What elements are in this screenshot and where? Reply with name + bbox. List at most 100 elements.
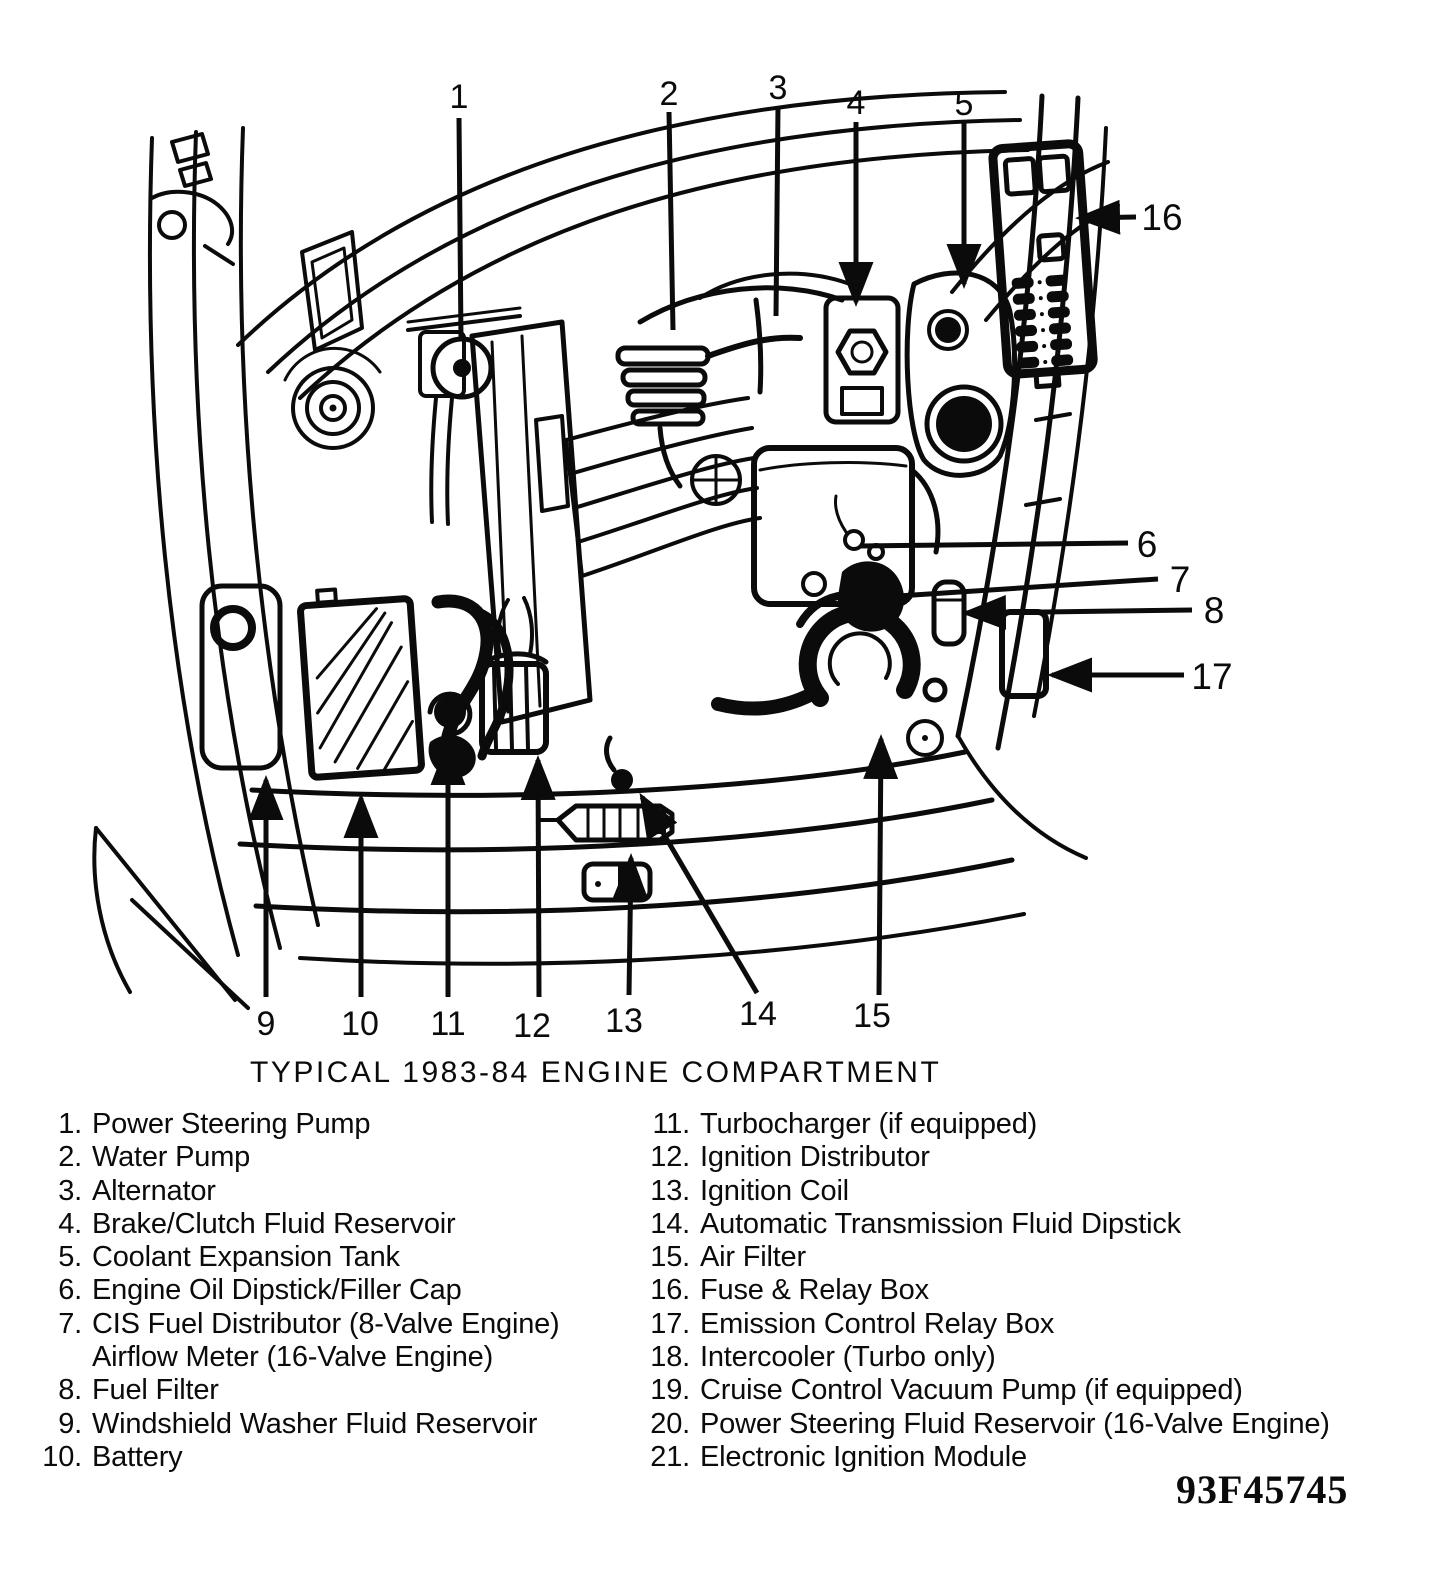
callout-number: 4 [847,84,866,122]
callout-9: 9 [248,775,284,1043]
callout-number: 16 [1141,197,1182,238]
callout-4: 4 [838,84,874,307]
callout-10: 10 [341,793,379,1043]
engine-compartment-diagram: 1 2 3 4 5 16 6 [92,69,1233,1045]
legend-item-label: CIS Fuel Distributor (8-Valve Engine) [92,1307,560,1340]
callout-2: 2 [660,75,678,331]
callout-11: 11 [430,740,466,1043]
callout-number: 10 [341,1005,379,1043]
distributor-drawing [479,596,549,755]
legend-item-label: Ignition Distributor [700,1141,930,1174]
diagram-title: TYPICAL 1983-84 ENGINE COMPARTMENT [250,1056,942,1089]
legend-item-label: Turbocharger (if equipped) [700,1108,1038,1140]
legend-item-label: Ignition Coil [700,1174,849,1207]
callout-layer: 1 2 3 4 5 16 6 [248,69,1233,1045]
leader-line [520,755,556,998]
legend-item: 4. Brake/Clutch Fluid Reservoir [28,1208,628,1241]
legend-item-continuation: Airflow Meter (16-Valve Engine) [28,1341,628,1374]
strut-tower-cap [283,346,382,450]
hood-hinge [150,132,235,266]
legend-item: 1. Power Steering Pump [28,1108,628,1141]
legend-item-number: 17. [650,1307,690,1340]
leader-line [863,734,899,996]
battery-drawing [297,587,425,781]
legend-item-number: 20. [650,1407,690,1440]
callout-6: 6 [859,524,1157,565]
callout-number: 12 [513,1007,551,1045]
brake-reservoir-drawing [823,295,901,425]
callout-number: 1 [450,78,469,116]
legend-item-number: 13. [650,1174,690,1207]
legend-item: 15.Air Filter [628,1241,1443,1274]
legend-item: 5. Coolant Expansion Tank [28,1241,628,1274]
callout-7: 7 [897,559,1190,600]
legend-item-label: Windshield Washer Fluid Reservoir [92,1407,538,1440]
legend-item-number: 11. [652,1108,690,1140]
legend-item-label: Battery [92,1440,183,1473]
legend-item-number: 4. [58,1207,82,1240]
power-steering-pump-drawing [406,306,522,526]
legend-item: 17. Emission Control Relay Box [628,1308,1443,1341]
legend-item: 20.Power Steering Fluid Reservoir (16-Va… [628,1408,1443,1441]
legend-item-number: 15. [650,1241,690,1274]
legend-item-label: Fuse & Relay Box [700,1274,929,1307]
legend-item: 21.Electronic Ignition Module [628,1441,1443,1474]
intake-runners [564,396,762,578]
callout-14: 14 [639,792,777,1033]
legend-item-label: Brake/Clutch Fluid Reservoir [92,1207,456,1240]
turbocharger-drawing [427,691,473,737]
legend-item-label: Automatic Transmission Fluid Dipstick [700,1207,1181,1240]
legend-left-column: 1.Power Steering Pump 2.Water Pump 3.Alt… [28,1108,628,1474]
callout-17: 17 [1047,656,1233,697]
legend-item-label: Airflow Meter (16-Valve Engine) [92,1341,494,1374]
hood-cowl-arcs [236,90,1120,400]
leader-line [639,792,760,995]
coolant-tank-drawing [904,270,1018,478]
valve-cover [469,319,593,725]
legend-item-number [28,1341,82,1374]
callout-16: 16 [1075,197,1183,238]
callout-13: 13 [605,853,648,1040]
washer-reservoir-drawing [199,583,283,771]
legend-item-number: 16. [650,1274,690,1307]
legend-right-column: 11. Turbocharger (if equipped) 12. Ignitio… [628,1108,1443,1474]
legend-item-number: 21. [650,1440,690,1473]
fuse-relay-box-drawing [988,139,1098,390]
leader-line [456,117,464,341]
legend-item-label: Emission Control Relay Box [700,1307,1055,1340]
legend-item: 3.Alternator [28,1175,628,1208]
legend-item: 8.Fuel Filter [28,1374,628,1407]
figure-id: 93F45745 [1176,1467,1349,1512]
callout-3: 3 [769,69,788,317]
callout-15: 15 [853,734,899,1035]
callout-number: 11 [430,1005,465,1043]
leader-line [961,594,1193,630]
legend-item-number: 5. [58,1241,82,1274]
legend-item-number: 10. [42,1440,82,1473]
legend-item: 6.Engine Oil Dipstick/Filler Cap [28,1274,628,1307]
legend-item-label: Alternator [92,1174,216,1207]
callout-number: 8 [1204,590,1225,631]
legend-item: 11. Turbocharger (if equipped) [628,1108,1443,1141]
legend-item: 14. Automatic Transmission Fluid Dipstick [628,1208,1443,1241]
legend-item-number: 12. [650,1141,690,1174]
legend-item-label: Power Steering Pump [92,1108,371,1140]
intake-plenum [751,445,941,607]
callout-number: 9 [257,1005,276,1043]
inner-fender-opening [300,230,364,352]
leader-line [612,853,648,996]
water-pump-drawing [615,334,803,489]
legend-item-label: Intercooler (Turbo only) [700,1341,996,1374]
callout-number: 3 [769,69,788,107]
legend-item: 10. Battery [28,1441,628,1474]
callout-1: 1 [450,78,469,341]
legend-item-number: 1. [58,1108,82,1140]
legend-item: 13. Ignition Coil [628,1175,1443,1208]
legend-item-label: Water Pump [92,1141,251,1174]
legend-item-label: Coolant Expansion Tank [92,1241,400,1274]
callout-number: 13 [605,1002,643,1040]
callout-number: 14 [739,995,777,1033]
leader-line [666,111,676,331]
legend-item-number: 14. [650,1207,690,1240]
front-plate [581,861,653,903]
